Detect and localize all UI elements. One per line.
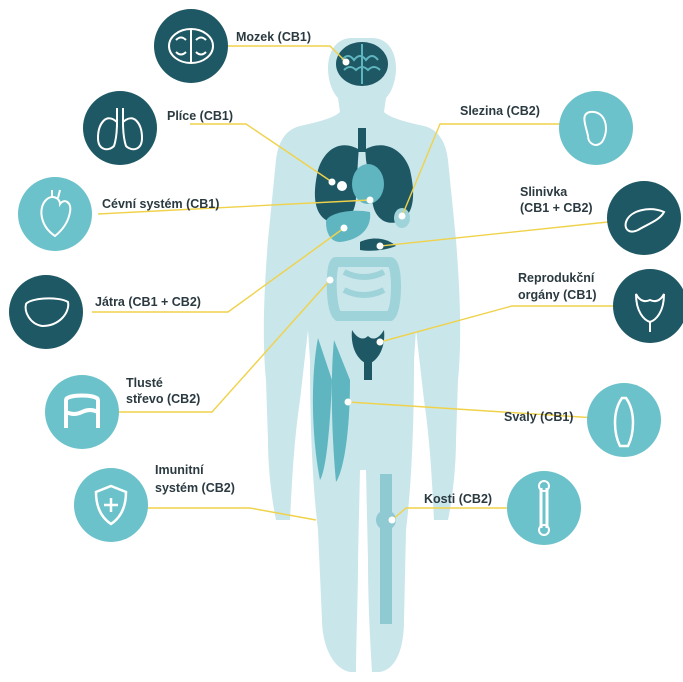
label-kosti: Kosti (CB2) [424, 491, 492, 507]
shield-icon [74, 468, 148, 542]
label-plice: Plíce (CB1) [167, 108, 233, 124]
lungs-icon [83, 91, 157, 165]
muscle-icon [587, 383, 661, 457]
label-tluste-line1: Tlusté [126, 375, 163, 391]
spleen-icon [559, 91, 633, 165]
colon-icon [45, 375, 119, 449]
label-svaly: Svaly (CB1) [504, 409, 573, 425]
liver-icon [9, 275, 83, 349]
reproductive-organs-icon [613, 269, 683, 343]
label-slezina: Slezina (CB2) [460, 103, 540, 119]
label-reprodukcni-line1: Reprodukční [518, 270, 594, 286]
label-imunitni-line1: Imunitní [155, 462, 204, 478]
label-jatra: Játra (CB1 + CB2) [95, 294, 201, 310]
label-imunitni-line2: systém (CB2) [155, 480, 235, 496]
label-slinivka-line2: (CB1 + CB2) [520, 200, 593, 216]
connector-kosti [392, 508, 508, 520]
label-mozek: Mozek (CB1) [236, 29, 311, 45]
connector-mozek [226, 46, 346, 62]
heart-icon [18, 177, 92, 251]
bone-icon [507, 471, 581, 545]
label-tluste-line2: střevo (CB2) [126, 391, 200, 407]
brain-icon [154, 9, 228, 83]
label-cevni-system: Cévní systém (CB1) [102, 196, 219, 212]
label-slinivka-line1: Slinivka [520, 184, 567, 200]
label-reprodukcni-line2: orgány (CB1) [518, 287, 596, 303]
pancreas-icon [607, 181, 681, 255]
